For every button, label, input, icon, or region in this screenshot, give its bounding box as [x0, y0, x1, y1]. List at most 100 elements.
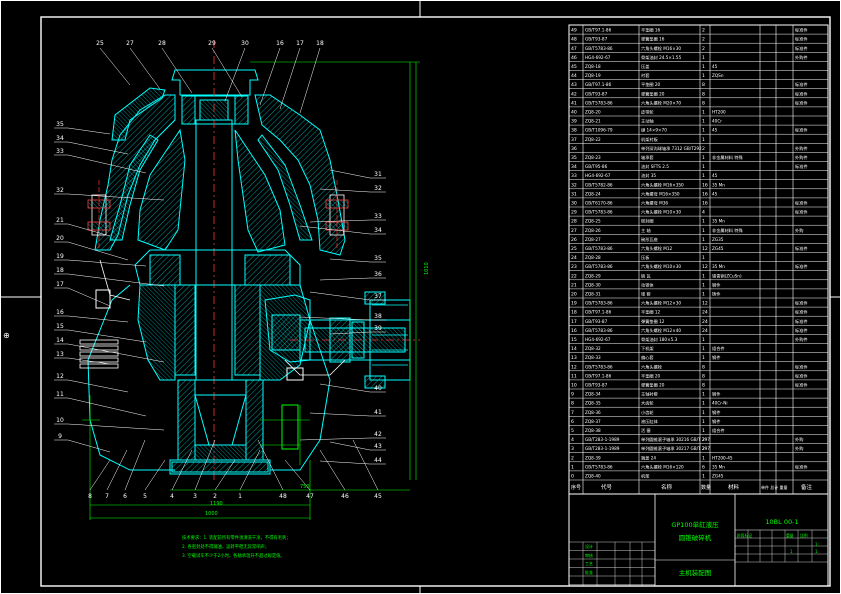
bom-cell-no: 4: [571, 437, 574, 443]
balloon-leader: [329, 331, 371, 335]
balloon-bottom: 3: [193, 439, 216, 500]
bom-cell-qty: 8: [702, 82, 705, 88]
bom-cell-remark: 标准件: [795, 309, 808, 316]
balloon-leader: [319, 188, 371, 193]
bom-cell-material: 钢件: [712, 354, 720, 361]
bom-cell-name: 大齿轮: [641, 400, 654, 407]
bom-cell-remark: 标准件: [795, 363, 808, 370]
balloon-label: 46: [341, 493, 349, 500]
balloon-leader: [171, 449, 193, 491]
bom-cell-material: 钢件: [712, 391, 720, 398]
frame-skirt-left: [87, 284, 131, 361]
bom-cell-qty: 8: [702, 364, 705, 370]
bom-cell-no: 33: [571, 173, 577, 179]
bom-cell-qty: 1: [702, 137, 705, 143]
bom-cell-code: GB/T97.1-86: [585, 373, 612, 378]
balloon-left: 18: [54, 267, 165, 287]
bom-cell-qty: 8: [702, 373, 705, 379]
balloon-bottom: 6: [123, 439, 146, 500]
bom-cell-remark: 外购件: [795, 154, 808, 161]
balloon-label: 16: [276, 40, 284, 47]
pulley-key-top: [364, 291, 386, 305]
title-stage-label: 阶段标记: [737, 533, 752, 538]
bom-cell-remark: 外购: [795, 227, 803, 234]
balloon-right: 37: [309, 291, 386, 301]
balloon-label: 47: [306, 493, 314, 500]
bom-cell-remark: 标准件: [795, 372, 808, 379]
bom-cell-name: 主 轴: [641, 227, 651, 234]
pulley-key-bottom: [364, 375, 386, 389]
balloon-label: 8: [88, 493, 92, 500]
bom-cell-code: GB/T93-87: [585, 319, 608, 324]
bom-cell-name: 平垫圈 12: [641, 309, 661, 316]
bom-cell-remark: 标准件: [795, 127, 808, 134]
bom-cell-name: 六角头螺栓: [641, 363, 663, 370]
bom-cell-code: HG4-692-67: [585, 173, 611, 178]
bom-cell-no: 47: [571, 46, 577, 52]
bom-cell-name: 六角头螺栓 M16×120: [641, 463, 684, 470]
balloon-label: 33: [56, 148, 64, 155]
bom-cell-name: 机架衬板: [641, 136, 659, 143]
balloon-leader: [67, 259, 147, 267]
balloon-top: 17: [279, 40, 304, 110]
balloon-leader: [89, 459, 111, 491]
bom-cell-material: ZG45: [712, 474, 724, 479]
bom-cell-no: 19: [571, 301, 577, 307]
distribution-plate-right: [234, 95, 249, 125]
bom-cell-material: 组合件: [712, 345, 725, 352]
bom-cell-name: 六角头螺栓 M16×350: [641, 181, 684, 188]
bom-cell-material: 铸件: [712, 291, 720, 298]
bom-cell-code: ZQ8-24: [585, 191, 601, 196]
balloon-label: 5: [143, 493, 147, 500]
concave-liner-left: [109, 134, 159, 241]
bom-cell-no: 37: [571, 137, 577, 143]
bom-cell-name: 六角螺母 M16×350: [641, 190, 680, 197]
balloon-top: 18: [299, 40, 324, 114]
bom-cell-remark: 标准件: [795, 99, 808, 106]
bom-cell-name: 六角头螺栓 M12×30: [641, 300, 681, 307]
cylinder-bottom-hatch: [171, 461, 269, 473]
balloon-leader: [309, 412, 371, 417]
balloon-label: 19: [56, 253, 64, 260]
bom-cell-qty: 1: [702, 155, 705, 161]
bom-cell-code: GB/T97.1-86: [585, 82, 612, 87]
countershaft-bearing-2: [351, 321, 365, 359]
balloon-label: 7: [105, 493, 109, 500]
bom-cell-qty: 1: [702, 228, 705, 234]
bom-cell-remark: 标准件: [795, 327, 808, 334]
bom-cell-name: 主轴衬套: [641, 391, 659, 398]
bom-cell-material: ZG45: [712, 246, 724, 251]
balloon-leader: [279, 47, 301, 110]
cylinder-bottom-plate: [169, 459, 271, 475]
balloon-leader: [319, 277, 371, 281]
bom-cell-qty: 1: [702, 410, 705, 416]
bom-cell-name: 六角头螺栓 M10×30: [641, 209, 681, 216]
balloon-label: 1: [238, 493, 242, 500]
shaft-nut: [199, 99, 229, 121]
balloon-right: 39: [329, 325, 386, 335]
bom-cell-remark: 标准件: [795, 36, 808, 43]
bom-cell-qty: 1: [702, 346, 705, 352]
dim-bottom-width: 1190: [210, 501, 223, 507]
balloon-label: 4: [170, 493, 174, 500]
bom-cell-qty: 2: [702, 37, 705, 43]
balloon-leader: [309, 291, 371, 301]
bom-cell-name: 六角头螺栓 M12×40: [641, 327, 681, 334]
bom-cell-name: 弹簧垫圈 12: [641, 318, 665, 325]
bom-cell-name: 单列深沟球轴承 7312 GB/T292: [641, 145, 702, 152]
dim-height: 1010: [424, 262, 430, 275]
bom-cell-no: 11: [571, 373, 577, 379]
bom-cell-code: GB/T95-86: [585, 164, 608, 169]
bom-cell-name: 锥 套: [641, 291, 652, 298]
bom-cell-name: 单列圆锥滚子轴承 30216 GB/T 297: [641, 436, 710, 443]
balloon-leader: [67, 397, 147, 417]
bom-cell-no: 21: [571, 282, 577, 288]
